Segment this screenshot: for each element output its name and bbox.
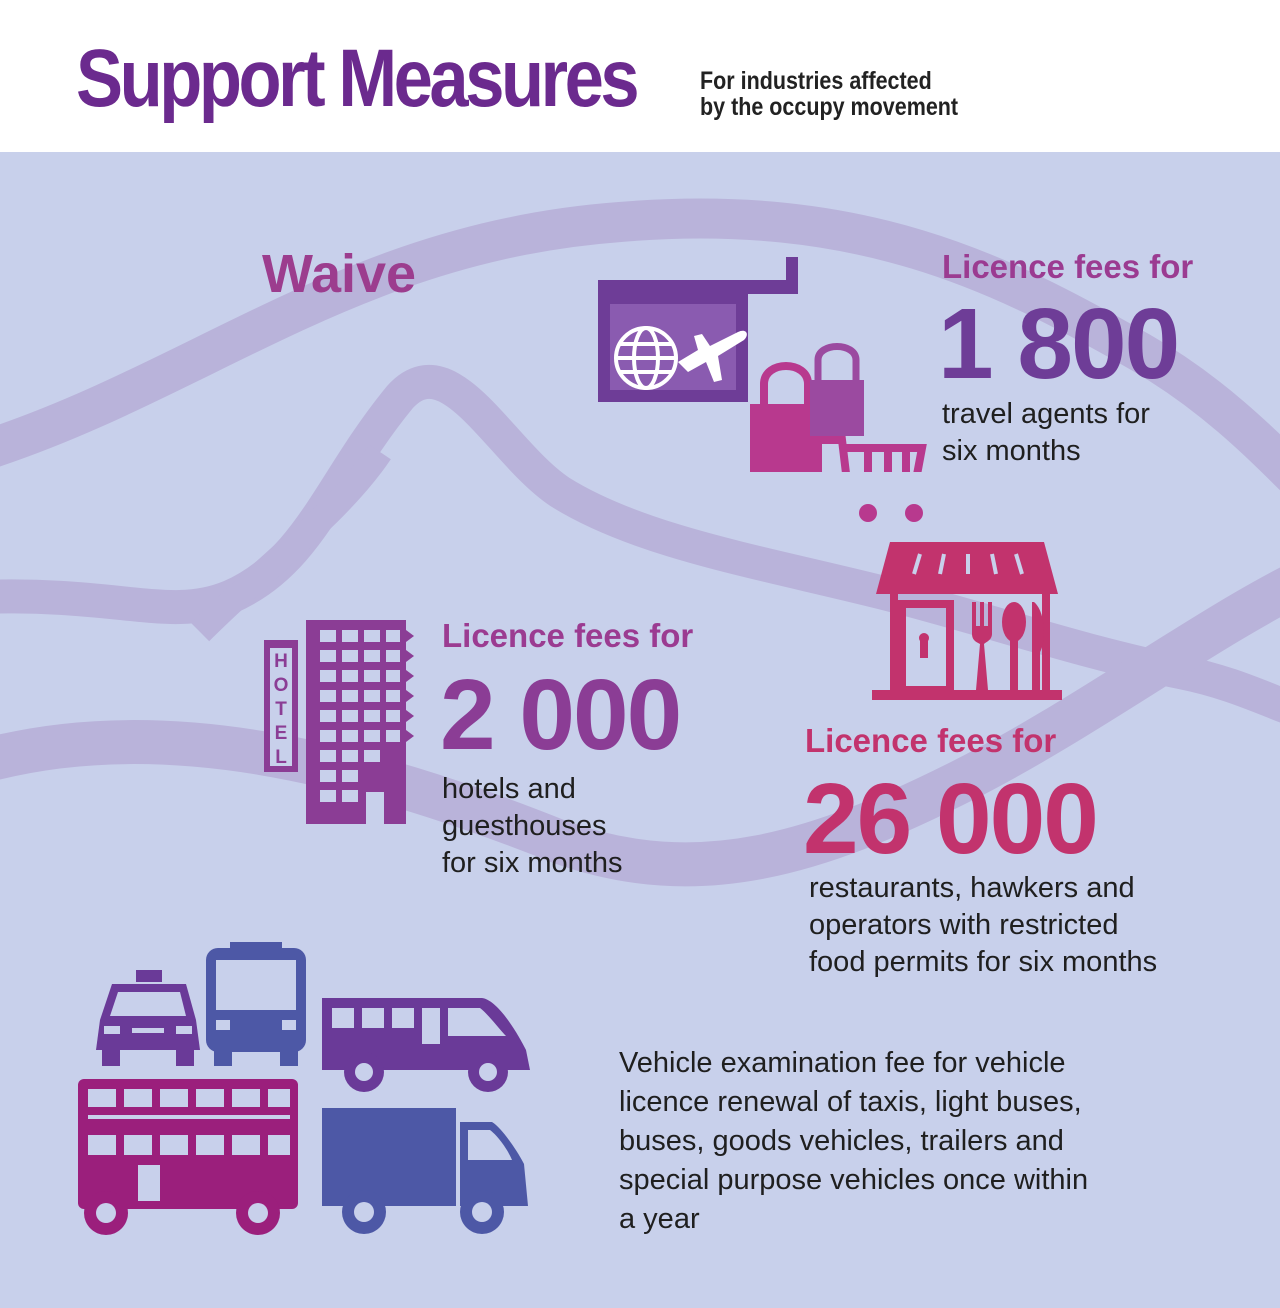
travel-agency-sign-icon xyxy=(598,257,927,472)
description-line: buses, goods vehicles, trailers and xyxy=(619,1125,1064,1157)
restaurants-value: 26 000 xyxy=(803,763,1099,875)
content-panel: Waive Licence xyxy=(0,152,1280,1308)
subtitle-line: For industries affected xyxy=(700,67,932,95)
sign-letter: T xyxy=(275,699,287,720)
page-title: Support Measures xyxy=(76,33,640,124)
description-line: a year xyxy=(619,1203,700,1235)
cutlery-icon xyxy=(972,602,1044,690)
subtitle-line: by the occupy movement xyxy=(700,93,959,122)
description-line: hotels and xyxy=(442,773,576,805)
hotels-value: 2 000 xyxy=(440,659,682,771)
sign-letter: L xyxy=(275,747,287,768)
airplane-icon xyxy=(678,330,747,382)
page-subtitle: For industries affected by the occupy mo… xyxy=(700,68,958,121)
travel-description: travel agents for six months xyxy=(942,396,1150,470)
description-line: licence renewal of taxis, light buses, xyxy=(619,1086,1082,1118)
taxi-icon xyxy=(96,970,200,1066)
cart-wheels xyxy=(859,504,923,522)
globe-icon xyxy=(614,326,678,390)
description-line: for six months xyxy=(442,847,623,879)
description-line: travel agents for xyxy=(942,398,1150,430)
description-line: food permits for six months xyxy=(809,946,1158,978)
minibus-icon xyxy=(322,998,530,1092)
description-line: operators with restricted xyxy=(809,909,1119,941)
hotel-building-icon xyxy=(264,620,414,824)
description-line: special purpose vehicles once within xyxy=(619,1164,1089,1196)
vehicles-description: Vehicle examination fee for vehicle lice… xyxy=(619,1044,1219,1239)
background-ribbons xyxy=(0,198,1280,887)
double-decker-bus-icon xyxy=(78,1079,298,1235)
description-line: guesthouses xyxy=(442,810,607,842)
sign-letter: E xyxy=(274,723,288,744)
description-line: Vehicle examination fee for vehicle xyxy=(619,1047,1066,1079)
description-line: six months xyxy=(942,435,1081,467)
restaurants-description: restaurants, hawkers and operators with … xyxy=(809,870,1157,981)
shopping-bag-icon xyxy=(750,343,864,472)
bus-icon xyxy=(206,942,306,1066)
shopping-cart-icon xyxy=(822,436,927,472)
restaurant-storefront-icon xyxy=(872,542,1062,700)
description-line: restaurants, hawkers and xyxy=(809,872,1135,904)
hotel-sign-letters: H O T E L xyxy=(270,650,292,770)
travel-label: Licence fees for xyxy=(942,248,1194,285)
section-heading: Waive xyxy=(262,244,417,304)
travel-value: 1 800 xyxy=(938,288,1180,400)
restaurants-label: Licence fees for xyxy=(805,722,1057,759)
hotels-label: Licence fees for xyxy=(442,617,694,654)
header: Support Measures For industries affected… xyxy=(0,0,1280,152)
sign-letter: O xyxy=(273,675,289,696)
sign-letter: H xyxy=(274,651,288,672)
hotels-description: hotels and guesthouses for six months xyxy=(442,771,623,882)
goods-van-icon xyxy=(322,1108,528,1234)
